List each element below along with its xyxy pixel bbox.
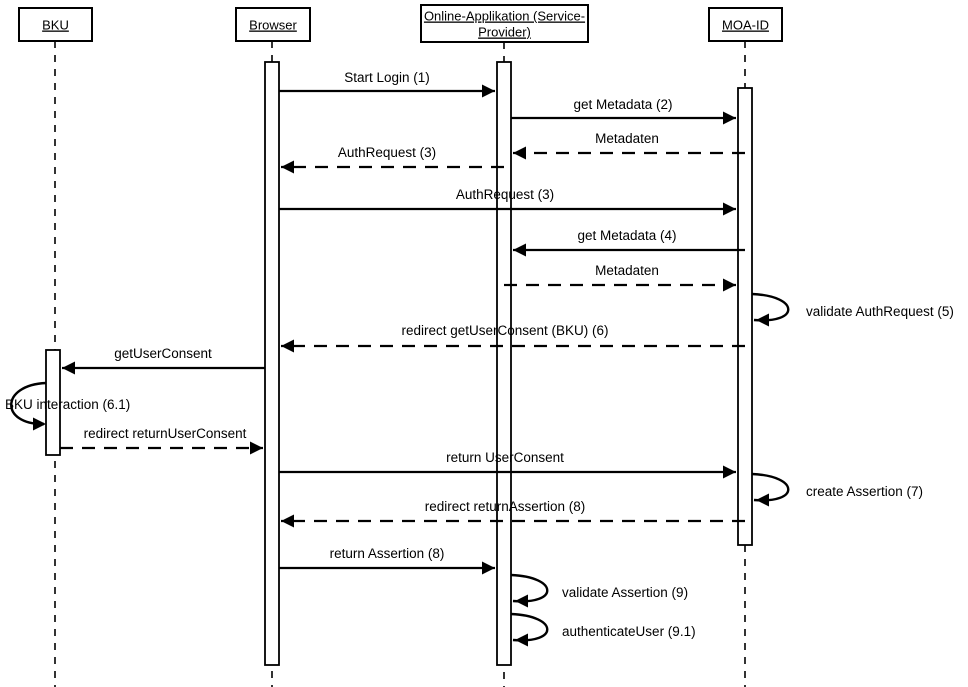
message-m9: getUserConsent (62, 346, 265, 375)
message-m7: Metadaten (504, 263, 736, 292)
message-arrowhead-m9 (62, 361, 75, 375)
message-label-m7: Metadaten (595, 263, 659, 278)
self-message-label-s3: validate Assertion (9) (562, 585, 688, 600)
message-label-m2: get Metadata (2) (573, 97, 672, 112)
message-arrowhead-m3 (513, 146, 526, 160)
self-message-arrowhead-s2 (756, 493, 769, 507)
message-label-m10: redirect returnUserConsent (84, 426, 247, 441)
lifeline-boxes-group: BKU Browser Online-Applikation (Service-Pr… (18, 4, 783, 43)
lifeline-title-browser: Browser (249, 18, 297, 33)
self-message-path-s5 (10, 381, 47, 426)
message-m12: redirect returnAssertion (8) (281, 499, 745, 528)
message-label-m4: AuthRequest (3) (338, 145, 436, 160)
message-arrowhead-m7 (723, 278, 736, 292)
lifeline-title-sp: Online-Applikation (Service- (424, 9, 585, 24)
lifeline-header-browser[interactable]: Browser (235, 7, 311, 42)
message-arrowhead-m5 (723, 202, 736, 216)
self-message-path-s1 (751, 292, 790, 322)
self-message-arrowhead-s5 (33, 417, 46, 431)
lifeline-title-bku: BKU (42, 18, 69, 33)
message-arrowhead-m4 (281, 160, 294, 174)
lifeline-title-sp: Provider) (478, 25, 531, 40)
message-m1: Start Login (1) (279, 70, 495, 98)
message-label-m9: getUserConsent (114, 346, 212, 361)
message-arrowhead-m10 (250, 441, 263, 455)
self-message-arrowhead-s1 (756, 313, 769, 327)
self-message-arrowhead-s3 (515, 594, 528, 608)
lifeline-header-bku[interactable]: BKU (18, 7, 93, 42)
message-m3: Metadaten (513, 131, 745, 160)
lifeline-box-browser[interactable] (235, 7, 311, 42)
self-message-path-s4 (510, 612, 549, 642)
message-arrowhead-m6 (513, 243, 526, 257)
lifeline-header-sp[interactable]: Online-Applikation (Service-Provider) (420, 4, 589, 43)
self-message-s3: validate Assertion (9) (510, 573, 688, 608)
lifeline-title-moaid: MOA-ID (722, 18, 769, 33)
self-message-label-s2: create Assertion (7) (806, 484, 923, 499)
message-m8: redirect getUserConsent (BKU) (6) (281, 323, 745, 353)
message-m4: AuthRequest (3) (281, 145, 504, 174)
self-message-path-s3 (510, 573, 549, 603)
self-message-path-s2 (751, 472, 790, 502)
message-arrowhead-m11 (723, 465, 736, 479)
activation-bar-sp (496, 61, 512, 666)
message-arrowhead-m12 (281, 514, 294, 528)
activation-bar-browser (264, 61, 280, 666)
self-message-s4: authenticateUser (9.1) (510, 612, 696, 647)
self-message-s2: create Assertion (7) (751, 472, 923, 507)
message-arrowhead-m8 (281, 339, 294, 353)
message-m5: AuthRequest (3) (279, 187, 736, 216)
self-message-arrowhead-s4 (515, 633, 528, 647)
message-m2: get Metadata (2) (511, 97, 736, 125)
self-message-s5: BKU interaction (6.1) (5, 381, 130, 431)
activation-bar-bku (45, 349, 61, 456)
self-message-label-s5: BKU interaction (6.1) (5, 397, 130, 412)
lifeline-box-moaid[interactable] (708, 7, 783, 42)
activation-bar-moaid (737, 87, 753, 546)
message-arrowhead-m2 (723, 111, 736, 125)
message-label-m13: return Assertion (8) (330, 546, 445, 561)
message-label-m5: AuthRequest (3) (456, 187, 554, 202)
message-m10: redirect returnUserConsent (60, 426, 263, 455)
message-label-m11: return UserConsent (446, 450, 564, 465)
message-m6: get Metadata (4) (513, 228, 745, 257)
self-message-label-s4: authenticateUser (9.1) (562, 624, 696, 639)
message-m13: return Assertion (8) (279, 546, 495, 575)
self-message-label-s1: validate AuthRequest (5) (806, 304, 954, 319)
lifeline-box-sp[interactable] (420, 4, 589, 43)
message-label-m6: get Metadata (4) (577, 228, 676, 243)
messages-group: Start Login (1) get Metadata (2) Metadaten… (60, 70, 745, 575)
message-label-m1: Start Login (1) (344, 70, 430, 85)
lifeline-box-bku[interactable] (18, 7, 93, 42)
message-m11: return UserConsent (279, 450, 736, 479)
message-label-m12: redirect returnAssertion (8) (425, 499, 586, 514)
self-messages-group: validate AuthRequest (5) create Assertion… (5, 292, 954, 647)
message-label-m8: redirect getUserConsent (BKU) (6) (401, 323, 608, 338)
lifeline-header-moaid[interactable]: MOA-ID (708, 7, 783, 42)
self-message-s1: validate AuthRequest (5) (751, 292, 954, 327)
message-arrowhead-m1 (482, 84, 495, 98)
message-label-m3: Metadaten (595, 131, 659, 146)
activation-bars-group (45, 61, 753, 666)
message-arrowhead-m13 (482, 561, 495, 575)
